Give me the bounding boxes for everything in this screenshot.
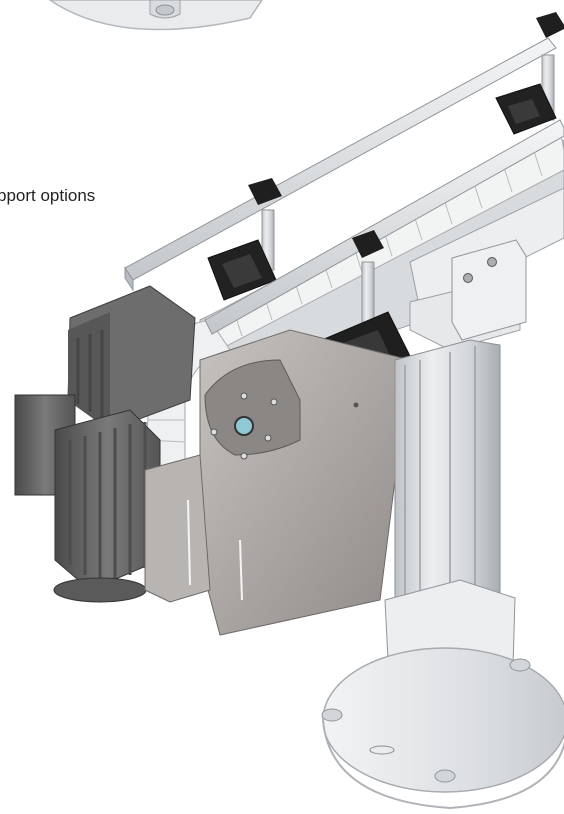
front-guide-rail xyxy=(204,119,564,335)
rail-support-back-right xyxy=(495,12,564,135)
top-base-plate xyxy=(48,0,263,31)
caption-text: pport options xyxy=(0,186,96,205)
rail-support-back-left xyxy=(207,178,282,301)
back-guide-rail xyxy=(124,37,557,292)
floor-base-plate xyxy=(321,647,564,810)
end-guard xyxy=(144,329,411,636)
